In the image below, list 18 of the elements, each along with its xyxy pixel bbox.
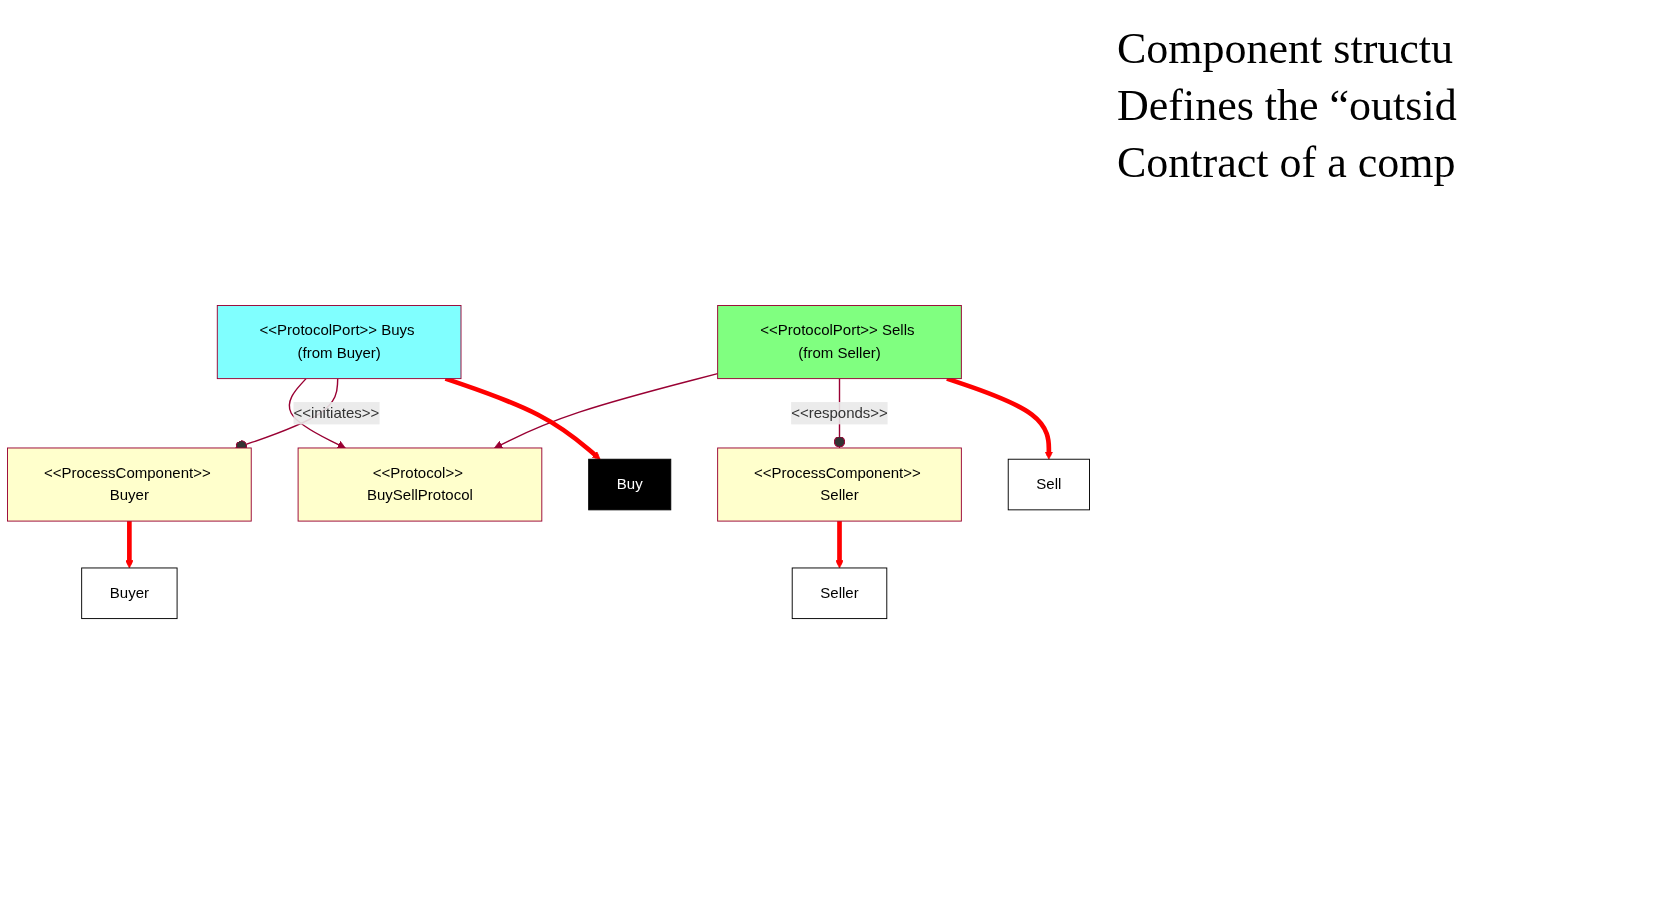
node-box: Buyer: [81, 567, 178, 619]
node-box: <<ProtocolPort>> Buys (from Buyer): [216, 304, 462, 380]
node-box: Sell: [1007, 458, 1090, 511]
edge-label: <<responds>>: [791, 404, 888, 421]
note-text: Component structu: [1117, 23, 1455, 75]
arrow: [494, 372, 719, 449]
node-box: <<ProtocolPort>> Sells (from Seller): [717, 304, 962, 380]
note-text: Contract of a comp: [1117, 137, 1457, 190]
note-text: Defines the “outsid: [1117, 80, 1458, 133]
node-box: Seller: [791, 567, 888, 619]
node-box: <<Protocol>> BuySellProtocol: [297, 447, 543, 522]
edge-label: <<initiates>>: [293, 404, 380, 421]
arrow: [835, 521, 844, 569]
node-box: Buy: [588, 458, 672, 511]
arrow: [125, 521, 134, 569]
node-box: <<ProcessComponent>> Buyer: [7, 447, 252, 522]
arrow: [288, 377, 346, 449]
node-box: <<ProcessComponent>> Seller: [717, 447, 962, 522]
